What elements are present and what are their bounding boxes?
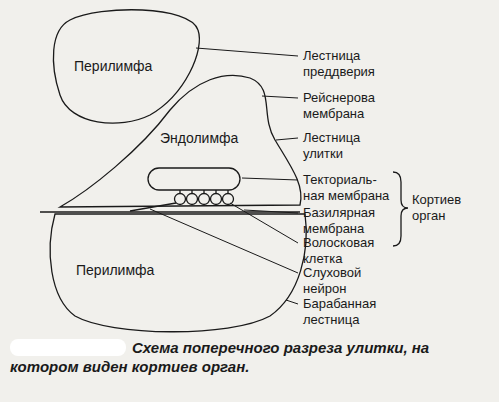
- perilymph-region: Перилимфа: [48, 4, 208, 132]
- part-label: Текториаль- ная мембрана: [303, 172, 393, 204]
- part-label: Лестница преддверия: [303, 48, 393, 80]
- endolymph-region: Эндолимфа: [54, 66, 306, 212]
- basilar-membrane: [40, 211, 300, 212]
- perilymph-region: Перилимфа: [46, 212, 312, 336]
- hair-cells: [175, 190, 234, 205]
- part-label: Барабанная лестница: [303, 296, 393, 328]
- part-label: Слуховой нейрон: [303, 265, 393, 297]
- part-label: Лестница улитки: [303, 130, 393, 162]
- tectorial-membrane: [148, 168, 240, 190]
- part-label: Волосковая клетка: [303, 235, 393, 267]
- redaction-patch: [10, 339, 126, 356]
- region-label: Эндолимфа: [160, 130, 238, 146]
- region-label: Перилимфа: [76, 262, 154, 278]
- region-label: Перилимфа: [74, 58, 152, 74]
- leader-lines: [150, 48, 298, 304]
- bracket: [393, 172, 408, 246]
- group-label: Кортиев орган: [412, 192, 496, 224]
- part-label: Рейснерова мембрана: [303, 90, 393, 122]
- part-label: Базилярная мембрана: [303, 205, 393, 237]
- figure-caption: Схема поперечного разреза улитки, на кот…: [10, 338, 490, 376]
